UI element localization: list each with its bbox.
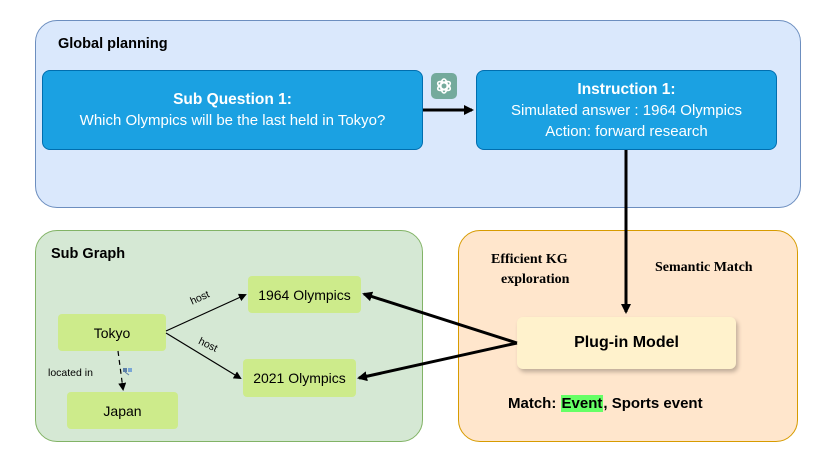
efficient-kg-exploration-title: Efficient KG exploration <box>491 250 569 290</box>
sub-question-title: Sub Question 1: <box>173 91 292 108</box>
arrow-plugin-to-2021 <box>357 341 518 382</box>
instruction-simulated-answer: Simulated answer : 1964 Olympics <box>511 101 742 119</box>
edge-tokyo-1964 <box>165 293 247 332</box>
sub-question-box: Sub Question 1: Which Olympics will be t… <box>42 70 423 150</box>
sub-graph-title: Sub Graph <box>51 246 126 262</box>
node-1964-olympics: 1964 Olympics <box>248 276 361 313</box>
node-tokyo: Tokyo <box>58 314 166 351</box>
match-separator: , <box>603 395 608 412</box>
node-japan: Japan <box>67 392 178 429</box>
exploration-line: exploration <box>501 272 570 287</box>
node-2021-olympics: 2021 Olympics <box>243 359 356 397</box>
edge-tokyo-2021 <box>165 332 242 380</box>
instruction-title: Instruction 1: <box>577 80 676 98</box>
sub-question-text: Which Olympics will be the last held in … <box>79 112 386 129</box>
instruction-action: Action: forward research <box>545 122 708 140</box>
edge-tokyo-japan <box>117 350 127 391</box>
match-label: Match: <box>508 395 557 412</box>
arrow-plugin-to-1964 <box>362 291 518 345</box>
global-planning-title: Global planning <box>58 36 168 52</box>
plugin-model-box: Plug-in Model <box>517 317 736 369</box>
satellite-icon <box>123 368 132 376</box>
edge-label-located-in: located in <box>48 367 93 379</box>
match-sports-event: Sports event <box>611 395 703 412</box>
chatgpt-logo-icon <box>431 73 457 99</box>
efficient-kg-line: Efficient KG <box>491 252 568 267</box>
instruction-box: Instruction 1: Simulated answer : 1964 O… <box>476 70 777 150</box>
match-result: Match: Event, Sports event <box>508 395 703 412</box>
match-event-highlight: Event <box>560 395 604 412</box>
semantic-match-label: Semantic Match <box>655 260 753 275</box>
